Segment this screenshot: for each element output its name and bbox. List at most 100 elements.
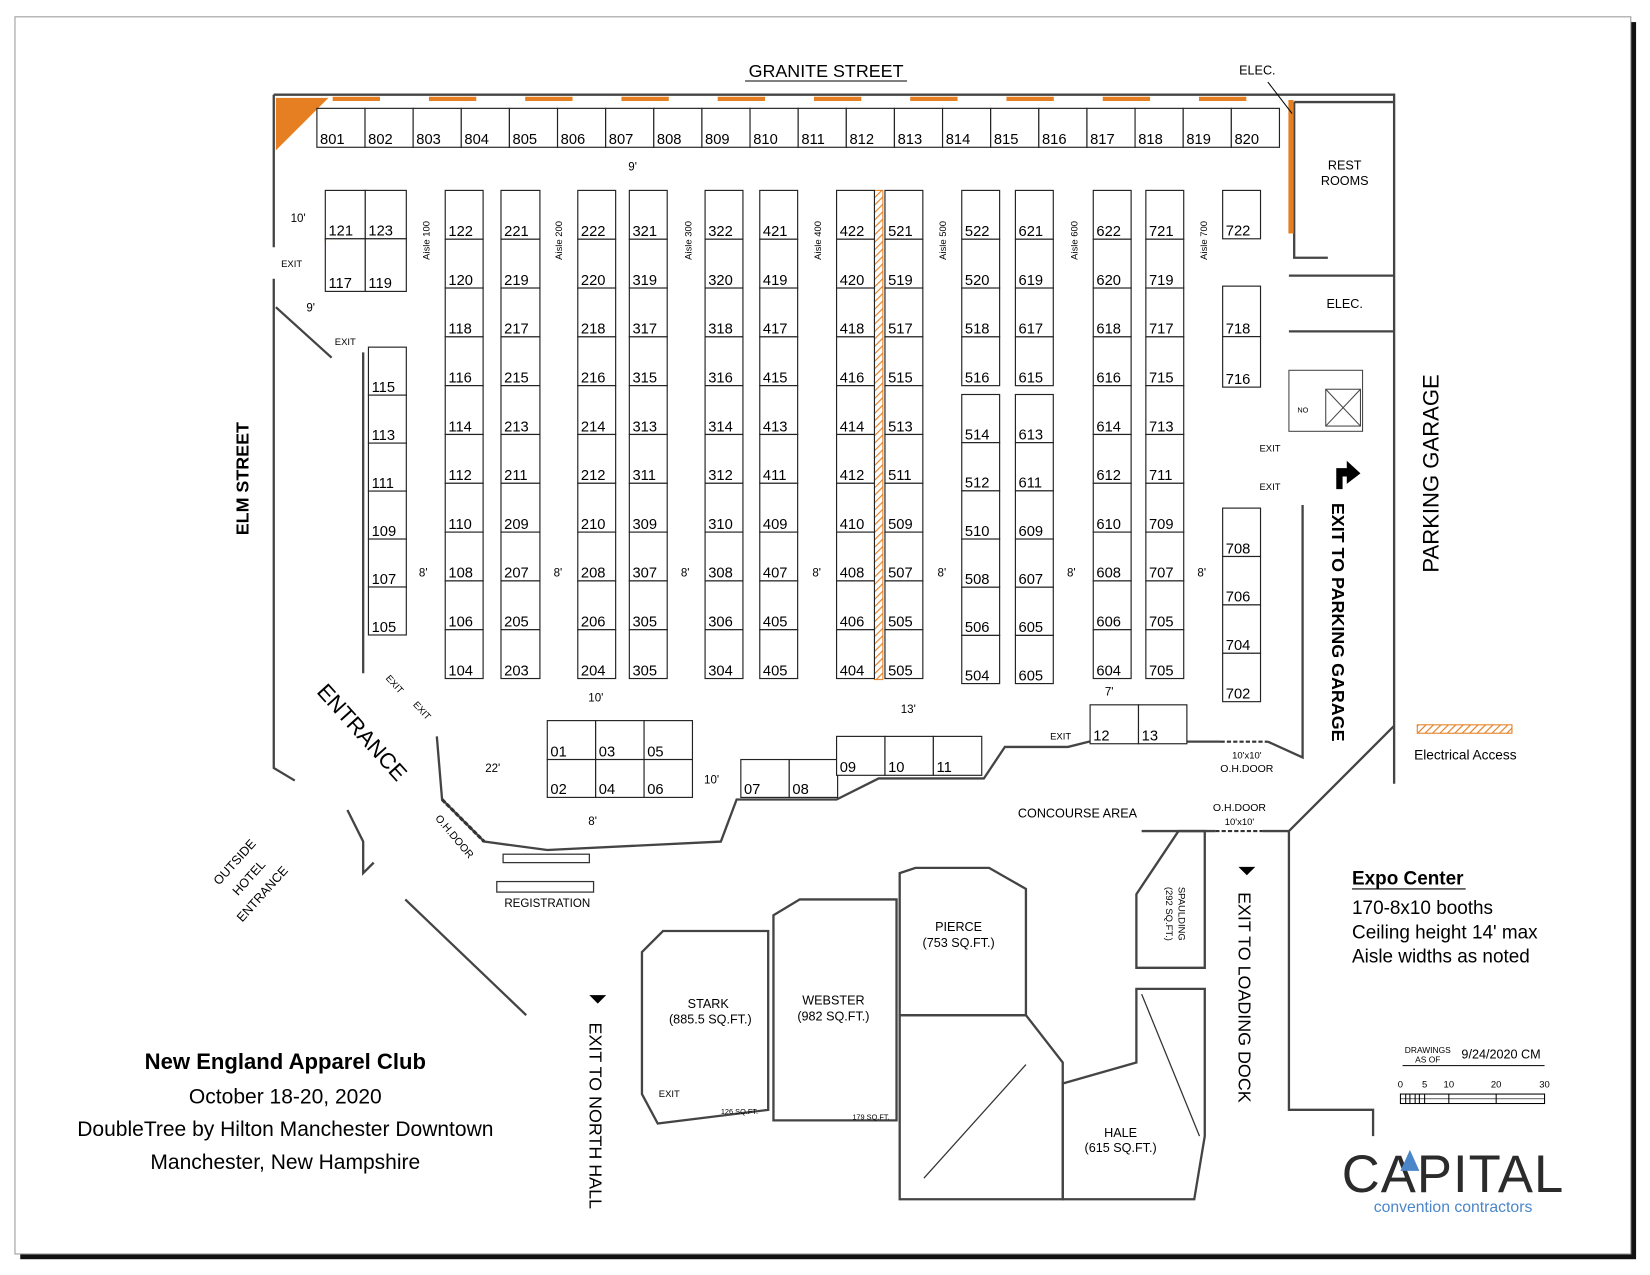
booth-10[interactable]: 10 <box>884 735 934 776</box>
booth-416[interactable]: 416 <box>835 336 876 387</box>
booth-06[interactable]: 06 <box>643 758 694 799</box>
booth-515[interactable]: 515 <box>884 336 924 387</box>
booth-819[interactable]: 819 <box>1182 107 1232 148</box>
booth-319[interactable]: 319 <box>628 238 668 289</box>
booth-417[interactable]: 417 <box>759 287 799 338</box>
booth-309[interactable]: 309 <box>628 482 668 533</box>
booth-605[interactable]: 605 <box>1014 586 1054 636</box>
booth-506[interactable]: 506 <box>961 586 1001 636</box>
booth-612[interactable]: 612 <box>1092 433 1132 484</box>
booth-111[interactable]: 111 <box>367 442 407 492</box>
booth-706[interactable]: 706 <box>1222 555 1262 606</box>
booth-122[interactable]: 122 <box>444 189 484 240</box>
booth-112[interactable]: 112 <box>444 433 484 484</box>
booth-214[interactable]: 214 <box>577 385 617 436</box>
booth-305[interactable]: 305 <box>628 629 668 680</box>
booth-715[interactable]: 715 <box>1145 336 1185 387</box>
booth-813[interactable]: 813 <box>893 107 944 148</box>
booth-414[interactable]: 414 <box>835 385 876 436</box>
booth-511[interactable]: 511 <box>884 433 924 484</box>
booth-705[interactable]: 705 <box>1145 580 1185 631</box>
booth-415[interactable]: 415 <box>759 336 799 387</box>
booth-308[interactable]: 308 <box>704 531 744 582</box>
booth-805[interactable]: 805 <box>508 107 559 148</box>
booth-505[interactable]: 505 <box>884 580 924 631</box>
booth-801[interactable]: 801 <box>316 107 366 148</box>
booth-621[interactable]: 621 <box>1014 189 1054 240</box>
booth-203[interactable]: 203 <box>500 629 541 680</box>
booth-518[interactable]: 518 <box>961 287 1001 338</box>
booth-310[interactable]: 310 <box>704 482 744 533</box>
booth-407[interactable]: 407 <box>759 531 799 582</box>
booth-708[interactable]: 708 <box>1222 507 1262 557</box>
booth-207[interactable]: 207 <box>500 531 541 582</box>
booth-517[interactable]: 517 <box>884 287 924 338</box>
booth-405[interactable]: 405 <box>759 629 799 680</box>
booth-509[interactable]: 509 <box>884 482 924 533</box>
booth-507[interactable]: 507 <box>884 531 924 582</box>
booth-611[interactable]: 611 <box>1014 442 1054 492</box>
booth-512[interactable]: 512 <box>961 442 1001 492</box>
booth-811[interactable]: 811 <box>797 107 847 148</box>
booth-422[interactable]: 422 <box>835 189 876 240</box>
booth-607[interactable]: 607 <box>1014 538 1054 588</box>
booth-717[interactable]: 717 <box>1145 287 1185 338</box>
booth-113[interactable]: 113 <box>367 394 407 444</box>
booth-305[interactable]: 305 <box>628 580 668 631</box>
booth-315[interactable]: 315 <box>628 336 668 387</box>
booth-07[interactable]: 07 <box>740 758 790 799</box>
booth-721[interactable]: 721 <box>1145 189 1185 240</box>
booth-705[interactable]: 705 <box>1145 629 1185 680</box>
booth-419[interactable]: 419 <box>759 238 799 289</box>
booth-614[interactable]: 614 <box>1092 385 1132 436</box>
booth-218[interactable]: 218 <box>577 287 617 338</box>
booth-520[interactable]: 520 <box>961 238 1001 289</box>
booth-13[interactable]: 13 <box>1137 704 1188 745</box>
booth-505[interactable]: 505 <box>884 629 924 680</box>
booth-716[interactable]: 716 <box>1222 336 1262 388</box>
booth-618[interactable]: 618 <box>1092 287 1132 338</box>
booth-806[interactable]: 806 <box>556 107 607 148</box>
booth-04[interactable]: 04 <box>595 758 645 799</box>
booth-317[interactable]: 317 <box>628 287 668 338</box>
booth-808[interactable]: 808 <box>653 107 703 148</box>
booth-210[interactable]: 210 <box>577 482 617 533</box>
booth-119[interactable]: 119 <box>364 238 407 292</box>
booth-513[interactable]: 513 <box>884 385 924 436</box>
booth-722[interactable]: 722 <box>1222 189 1262 240</box>
booth-420[interactable]: 420 <box>835 238 876 289</box>
booth-818[interactable]: 818 <box>1134 107 1184 148</box>
booth-613[interactable]: 613 <box>1014 393 1054 444</box>
booth-606[interactable]: 606 <box>1092 580 1132 631</box>
booth-719[interactable]: 719 <box>1145 238 1185 289</box>
booth-120[interactable]: 120 <box>444 238 484 289</box>
booth-109[interactable]: 109 <box>367 490 407 540</box>
booth-817[interactable]: 817 <box>1086 107 1136 148</box>
booth-322[interactable]: 322 <box>704 189 744 240</box>
booth-610[interactable]: 610 <box>1092 482 1132 533</box>
booth-421[interactable]: 421 <box>759 189 799 240</box>
booth-814[interactable]: 814 <box>941 107 992 148</box>
booth-221[interactable]: 221 <box>500 189 541 240</box>
booth-810[interactable]: 810 <box>749 107 799 148</box>
booth-212[interactable]: 212 <box>577 433 617 484</box>
booth-620[interactable]: 620 <box>1092 238 1132 289</box>
booth-213[interactable]: 213 <box>500 385 541 436</box>
booth-707[interactable]: 707 <box>1145 531 1185 582</box>
booth-215[interactable]: 215 <box>500 336 541 387</box>
booth-411[interactable]: 411 <box>759 433 799 484</box>
booth-522[interactable]: 522 <box>961 189 1001 240</box>
booth-321[interactable]: 321 <box>628 189 668 240</box>
booth-208[interactable]: 208 <box>577 531 617 582</box>
booth-713[interactable]: 713 <box>1145 385 1185 436</box>
booth-718[interactable]: 718 <box>1222 285 1262 337</box>
booth-306[interactable]: 306 <box>704 580 744 631</box>
booth-118[interactable]: 118 <box>444 287 484 338</box>
booth-217[interactable]: 217 <box>500 287 541 338</box>
booth-519[interactable]: 519 <box>884 238 924 289</box>
booth-711[interactable]: 711 <box>1145 433 1185 484</box>
booth-106[interactable]: 106 <box>444 580 484 631</box>
booth-206[interactable]: 206 <box>577 580 617 631</box>
booth-508[interactable]: 508 <box>961 538 1001 588</box>
booth-209[interactable]: 209 <box>500 482 541 533</box>
